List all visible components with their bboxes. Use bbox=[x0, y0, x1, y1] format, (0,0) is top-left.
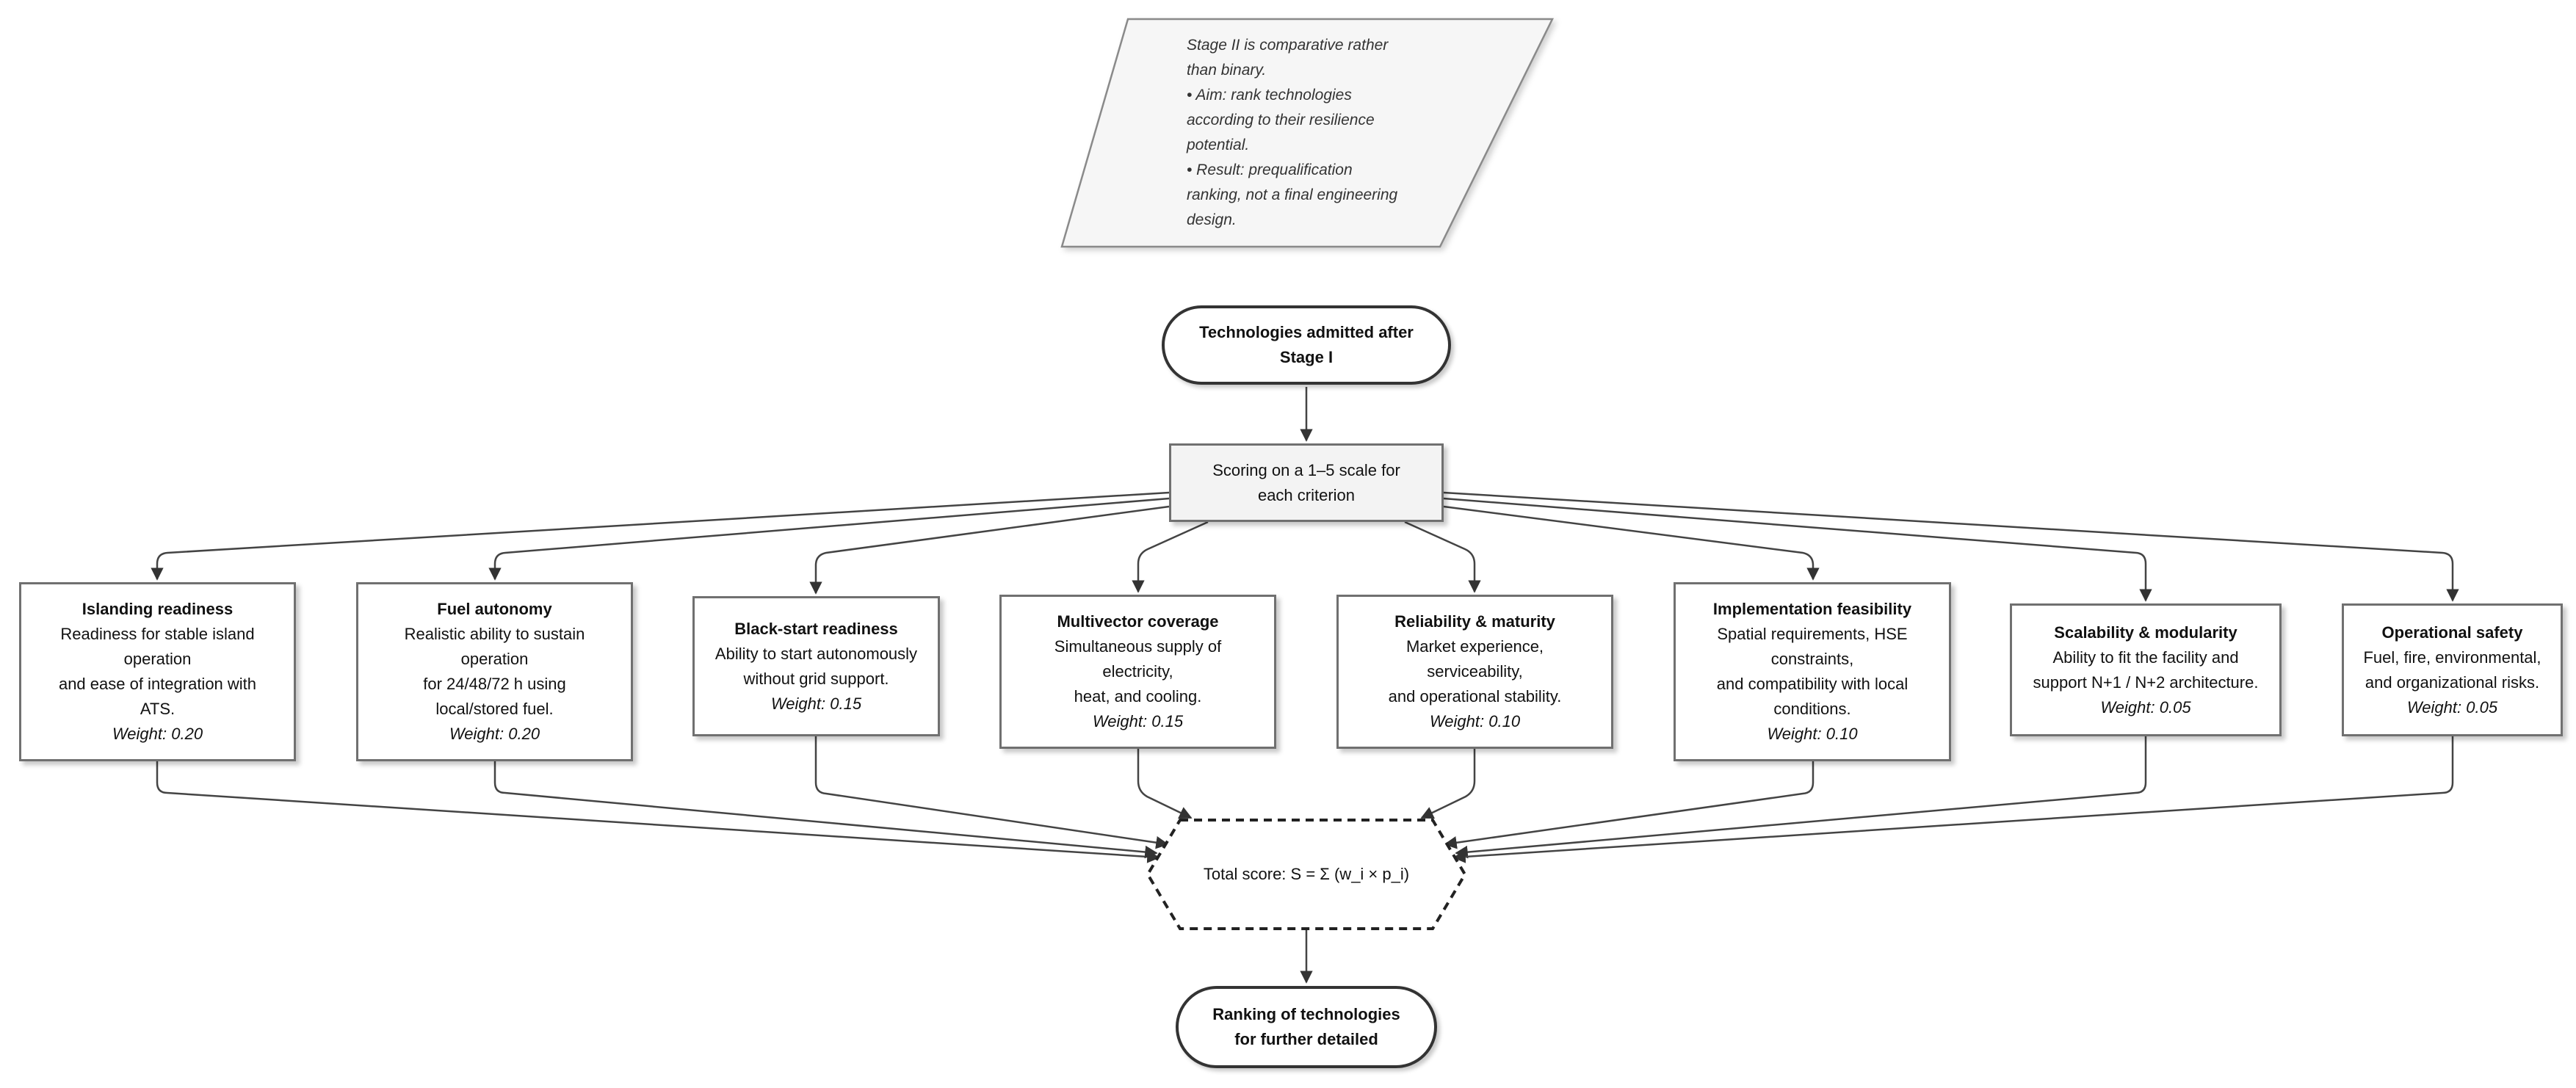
total-score-label: Total score: S = Σ (w_i × p_i) bbox=[1203, 865, 1410, 883]
criterion-text: Ability to fit the facility and bbox=[2052, 648, 2239, 667]
note-line: • Result: prequalification bbox=[1187, 162, 1353, 178]
criterion-text: Ability to start autonomously bbox=[714, 644, 918, 663]
start-line: Stage I bbox=[1279, 348, 1334, 366]
criterion-title: Reliability & maturity bbox=[1394, 612, 1555, 631]
edge-scoring-to-feasibility bbox=[1443, 505, 1820, 581]
criterion-text: local/stored fuel. bbox=[435, 700, 554, 718]
criterion-operational-safety: Operational safety Fuel, fire, environme… bbox=[2342, 603, 2563, 736]
criterion-text: Market experience, bbox=[1405, 637, 1544, 656]
criterion-text: without grid support. bbox=[743, 669, 889, 688]
note-line: • Aim: rank technologies bbox=[1187, 87, 1352, 104]
criterion-weight: Weight: 0.10 bbox=[1767, 725, 1858, 743]
edge-scoring-to-safety bbox=[1443, 491, 2459, 602]
edge-scoring-to-reliability bbox=[1404, 521, 1481, 593]
note-line: potential. bbox=[1187, 137, 1250, 153]
criterion-text: heat, and cooling. bbox=[1074, 687, 1202, 706]
edge-scoring-to-fuel bbox=[488, 497, 1170, 581]
criterion-weight: Weight: 0.10 bbox=[1429, 712, 1521, 730]
end-line: for further detailed bbox=[1234, 1030, 1378, 1048]
criterion-text: and organizational risks. bbox=[2365, 672, 2540, 692]
edge-scalability-to-total bbox=[1455, 736, 2147, 859]
criterion-text: and operational stability. bbox=[1388, 687, 1562, 706]
edge-safety-to-total bbox=[1452, 736, 2454, 863]
criterion-text: support N+1 / N+2 architecture. bbox=[2033, 672, 2259, 692]
criterion-text: Realistic ability to sustain bbox=[404, 625, 585, 643]
total-hexagon-shape bbox=[1146, 819, 1467, 930]
criterion-weight: Weight: 0.20 bbox=[112, 725, 203, 743]
end-node: Ranking of technologies for further deta… bbox=[1176, 986, 1437, 1068]
criterion-weight: Weight: 0.20 bbox=[449, 725, 540, 743]
criterion-weight: Weight: 0.15 bbox=[1092, 712, 1184, 730]
criterion-text: conditions. bbox=[1773, 700, 1851, 718]
edge-blackstart-to-total bbox=[814, 736, 1169, 849]
criterion-black-start-readiness: Black-start readiness Ability to start a… bbox=[692, 596, 940, 736]
scoring-node: Scoring on a 1–5 scale for each criterio… bbox=[1169, 443, 1444, 522]
criterion-implementation-feasibility: Implementation feasibility Spatial requi… bbox=[1674, 582, 1951, 761]
criterion-text: for 24/48/72 h using bbox=[423, 675, 566, 693]
note-parallelogram-shape bbox=[1060, 18, 1555, 248]
note-line: ranking, not a final engineering bbox=[1187, 186, 1398, 203]
criterion-text: operation bbox=[460, 650, 529, 668]
criterion-text: operation bbox=[123, 650, 192, 668]
note-line: Stage II is comparative rather bbox=[1187, 37, 1389, 54]
criterion-text: constraints, bbox=[1770, 650, 1854, 668]
edge-reliability-to-total bbox=[1420, 749, 1476, 819]
edge-scoring-to-blackstart bbox=[809, 505, 1170, 595]
scoring-line: Scoring on a 1–5 scale for bbox=[1212, 460, 1400, 479]
criterion-text: serviceability, bbox=[1427, 662, 1523, 681]
start-line: Technologies admitted after bbox=[1199, 323, 1414, 341]
total-score-node: Total score: S = Σ (w_i × p_i) bbox=[1148, 820, 1465, 929]
criterion-text: Simultaneous supply of bbox=[1054, 637, 1222, 656]
criterion-title: Implementation feasibility bbox=[1712, 600, 1912, 618]
criterion-multivector-coverage: Multivector coverage Simultaneous supply… bbox=[999, 595, 1276, 749]
start-node: Technologies admitted after Stage I bbox=[1162, 305, 1451, 385]
criterion-title: Fuel autonomy bbox=[437, 600, 552, 618]
criterion-text: electricity, bbox=[1102, 662, 1173, 681]
criterion-weight: Weight: 0.05 bbox=[2406, 697, 2498, 717]
criterion-text: Fuel, fire, environmental, bbox=[2363, 648, 2541, 667]
edge-scoring-to-multivector bbox=[1132, 521, 1209, 593]
edge-islanding-to-total bbox=[156, 761, 1160, 863]
criterion-text: ATS. bbox=[140, 700, 176, 718]
criterion-weight: Weight: 0.15 bbox=[770, 694, 862, 713]
note-line: according to their resilience bbox=[1187, 112, 1375, 128]
edge-feasibility-to-total bbox=[1444, 761, 1815, 849]
criterion-title: Multivector coverage bbox=[1057, 612, 1219, 631]
criterion-weight: Weight: 0.05 bbox=[2100, 697, 2191, 717]
scoring-line: each criterion bbox=[1257, 485, 1356, 504]
criterion-title: Black-start readiness bbox=[734, 619, 898, 638]
criterion-title: Scalability & modularity bbox=[2054, 623, 2237, 642]
criterion-reliability-maturity: Reliability & maturity Market experience… bbox=[1336, 595, 1613, 749]
stage-ii-note: Stage II is comparative rather than bina… bbox=[1062, 19, 1552, 247]
note-line: design. bbox=[1187, 211, 1237, 228]
criterion-title: Operational safety bbox=[2381, 623, 2523, 642]
criterion-islanding-readiness: Islanding readiness Readiness for stable… bbox=[19, 582, 296, 761]
note-line: than binary. bbox=[1187, 62, 1267, 79]
criterion-text: and ease of integration with bbox=[58, 675, 257, 693]
edge-scoring-to-islanding bbox=[151, 491, 1170, 581]
criterion-text: Spatial requirements, HSE bbox=[1717, 625, 1908, 643]
criterion-text: and compatibility with local bbox=[1716, 675, 1909, 693]
criterion-title: Islanding readiness bbox=[82, 600, 234, 618]
criterion-scalability-modularity: Scalability & modularity Ability to fit … bbox=[2010, 603, 2282, 736]
criterion-text: Readiness for stable island bbox=[60, 625, 255, 643]
edge-multivector-to-total bbox=[1137, 749, 1193, 819]
edge-scoring-to-scalability bbox=[1443, 497, 2152, 602]
edge-fuel-to-total bbox=[493, 761, 1158, 859]
criterion-fuel-autonomy: Fuel autonomy Realistic ability to susta… bbox=[356, 582, 633, 761]
end-line: Ranking of technologies bbox=[1212, 1005, 1400, 1023]
